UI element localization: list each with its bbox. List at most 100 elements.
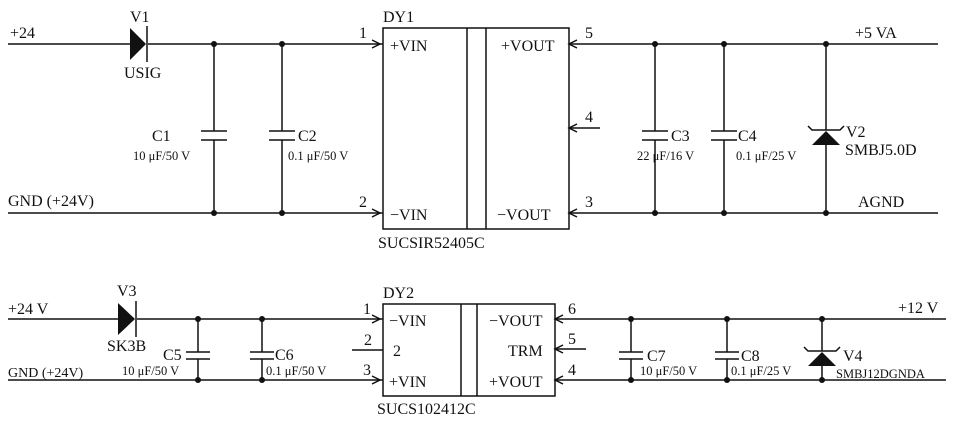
net-label-in-gnd-1: GND (+24V) — [8, 193, 94, 210]
pin-name-dy2-1: −VIN — [389, 313, 427, 330]
junction-c2-bottom — [279, 210, 285, 216]
pin-num-dy2-5: 5 — [568, 331, 576, 348]
diode-v1-part: USIG — [124, 65, 162, 82]
pin-name-dy1-1: +VIN — [390, 38, 428, 55]
capacitor-c6: C6 0.1 μF/50 V — [250, 316, 326, 383]
tvs-v2: V2 SMBJ5.0D — [807, 41, 917, 216]
diode-v3-ref: V3 — [117, 283, 137, 300]
capacitor-c5-ref: C5 — [163, 347, 182, 364]
pin-num-dy1-3: 3 — [585, 194, 593, 211]
capacitor-c7: C7 10 μF/50 V — [619, 316, 697, 383]
circuit-dy1: +24 GND (+24V) V1 USIG C1 10 μF/50 V — [8, 9, 938, 252]
junction-c5-bottom — [195, 377, 201, 383]
capacitor-c4: C4 0.1 μF/25 V — [711, 41, 796, 216]
tvs-v4: V4 SMBJ12DGNDA — [803, 316, 925, 383]
junction-c7-top — [628, 316, 634, 322]
converter-dy2-part: SUCS102412C — [377, 401, 476, 418]
converter-dy1-part: SUCSIR52405C — [378, 235, 485, 252]
junction-c8-bottom — [724, 377, 730, 383]
net-label-out-pos-2: +12 V — [898, 300, 939, 317]
diode-v3-part: SK3B — [107, 338, 146, 355]
tvs-v2-symbol — [812, 131, 840, 145]
tvs-v4-cathode — [803, 346, 841, 352]
capacitor-c8: C8 0.1 μF/25 V — [715, 316, 791, 383]
diode-v1-symbol — [130, 28, 146, 60]
capacitor-c5-value: 10 μF/50 V — [122, 364, 179, 378]
capacitor-c5: C5 10 μF/50 V — [122, 316, 210, 383]
net-label-out-pos-1: +5 VA — [855, 25, 897, 42]
net-label-in-pos-1: +24 — [10, 25, 35, 42]
net-label-in-gnd-2: GND (+24V) — [8, 366, 83, 381]
junction-c7-bottom — [628, 377, 634, 383]
junction-c4-top — [721, 41, 727, 47]
pin-name-dy2-6: −VOUT — [489, 313, 543, 330]
pin-num-dy2-6: 6 — [568, 301, 576, 318]
junction-v2-bottom — [823, 210, 829, 216]
pin-num-dy2-2: 2 — [364, 332, 372, 349]
tvs-v2-cathode — [807, 125, 845, 131]
junction-c6-top — [259, 316, 265, 322]
junction-c2-top — [279, 41, 285, 47]
junction-v4-top — [819, 316, 825, 322]
pin-num-dy2-4: 4 — [568, 362, 576, 379]
pin-name-dy1-3: −VOUT — [497, 207, 551, 224]
capacitor-c1-value: 10 μF/50 V — [133, 149, 190, 163]
capacitor-c2-value: 0.1 μF/50 V — [288, 149, 348, 163]
pin-num-dy1-1: 1 — [359, 25, 367, 42]
capacitor-c7-value: 10 μF/50 V — [640, 364, 697, 378]
converter-dy1: DY1 SUCSIR52405C 1 +VIN 2 −VIN 5 +VOUT 4 — [359, 9, 600, 252]
capacitor-c3-ref: C3 — [671, 128, 690, 145]
pin-num-dy2-3: 3 — [363, 362, 371, 379]
capacitor-c4-value: 0.1 μF/25 V — [736, 149, 796, 163]
capacitor-c7-ref: C7 — [647, 348, 666, 365]
capacitor-c3: C3 22 μF/16 V — [637, 41, 694, 216]
diode-v1-ref: V1 — [130, 9, 150, 26]
diode-v3-symbol — [118, 303, 135, 335]
capacitor-c6-ref: C6 — [275, 347, 294, 364]
junction-v4-bottom — [819, 377, 825, 383]
tvs-v4-symbol — [808, 352, 836, 366]
junction-c5-top — [195, 316, 201, 322]
pin-num-dy1-4: 4 — [585, 109, 593, 126]
converter-dy2-ref: DY2 — [383, 285, 414, 302]
pin-name-dy2-2: 2 — [393, 343, 401, 360]
diode-v3: V3 SK3B — [107, 283, 146, 355]
junction-c1-top — [211, 41, 217, 47]
net-label-in-pos-2: +24 V — [8, 301, 49, 318]
pin-name-dy2-3: +VIN — [389, 374, 427, 391]
junction-c3-bottom — [652, 210, 658, 216]
capacitor-c2-ref: C2 — [298, 128, 317, 145]
tvs-v4-ref: V4 — [843, 348, 863, 365]
pin-name-dy1-2: −VIN — [390, 207, 428, 224]
junction-v2-top — [823, 41, 829, 47]
capacitor-c8-value: 0.1 μF/25 V — [731, 364, 791, 378]
pin-name-dy2-5: TRM — [508, 343, 543, 360]
converter-dy1-ref: DY1 — [383, 9, 414, 26]
net-label-out-gnd-1: AGND — [858, 194, 904, 211]
pin-num-dy2-1: 1 — [363, 301, 371, 318]
pin-name-dy1-5: +VOUT — [501, 38, 555, 55]
diode-v1: V1 USIG — [124, 9, 162, 82]
junction-c1-bottom — [211, 210, 217, 216]
pin-num-dy1-5: 5 — [585, 25, 593, 42]
converter-dy1-body — [382, 27, 570, 230]
capacitor-c4-ref: C4 — [738, 128, 757, 145]
capacitor-c6-value: 0.1 μF/50 V — [266, 364, 326, 378]
converter-dy2: DY2 SUCS102412C 1 −VIN 2 2 3 +VIN 6 −VOU… — [352, 285, 586, 418]
capacitor-c3-value: 22 μF/16 V — [637, 149, 694, 163]
capacitor-c2: C2 0.1 μF/50 V — [269, 41, 348, 216]
capacitor-c1: C1 10 μF/50 V — [133, 41, 227, 216]
tvs-v2-part: SMBJ5.0D — [845, 142, 917, 159]
tvs-v4-part: SMBJ12DGNDA — [836, 367, 925, 381]
tvs-v2-ref: V2 — [846, 124, 866, 141]
pin-num-dy1-2: 2 — [359, 194, 367, 211]
circuit-dy2: +24 V GND (+24V) V3 SK3B C5 10 μF/50 V — [8, 283, 946, 418]
junction-c3-top — [652, 41, 658, 47]
junction-c8-top — [724, 316, 730, 322]
pin-name-dy2-4: +VOUT — [489, 374, 543, 391]
capacitor-c8-ref: C8 — [741, 348, 760, 365]
capacitor-c1-ref: C1 — [152, 128, 171, 145]
junction-c4-bottom — [721, 210, 727, 216]
junction-c6-bottom — [259, 377, 265, 383]
